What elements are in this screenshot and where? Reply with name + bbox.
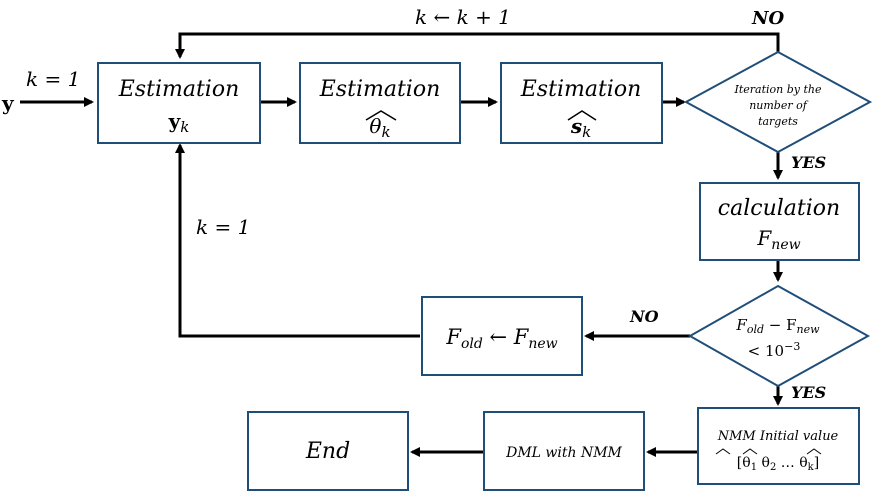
decision-iter-line2: number of <box>749 99 809 112</box>
no-mid-label: NO <box>629 307 659 326</box>
nmm-line1: NMM Initial value <box>717 429 839 444</box>
est-theta-symbol: θk <box>369 114 390 141</box>
k-increment-label: k ← k + 1 <box>415 5 511 29</box>
nmm-hat-1 <box>715 448 731 455</box>
box-dml: DML with NMM <box>483 411 645 491</box>
box-end: End <box>247 411 409 491</box>
end-label: End <box>305 439 350 464</box>
est-y-symbol: yk <box>168 109 190 136</box>
conv-line2: < 10−3 <box>748 340 801 360</box>
box-estimation-y: Estimation yk <box>97 62 261 144</box>
input-label: y <box>1 91 15 115</box>
est-s-symbol: sk <box>570 114 591 141</box>
nmm-hat-2 <box>742 448 758 455</box>
est-s-hat <box>567 110 597 121</box>
est-theta-title: Estimation <box>319 77 441 102</box>
est-s-title: Estimation <box>520 77 642 102</box>
est-theta-hat <box>365 110 397 121</box>
update-expr: Fold ← Fnew <box>445 325 557 352</box>
dml-label: DML with NMM <box>505 445 622 461</box>
decision-iteration: Iteration by the number of targets <box>683 50 873 154</box>
box-calculation: calculation Fnew <box>699 182 860 261</box>
box-update: Fold ← Fnew <box>421 296 583 376</box>
nmm-line2: [θ1 θ2 … θk] <box>737 455 819 473</box>
arrow-update-to-est-y <box>175 143 420 338</box>
decision-iter-line3: targets <box>758 115 798 128</box>
est-y-title: Estimation <box>118 77 240 102</box>
box-estimation-theta: Estimation θk <box>299 62 461 144</box>
nmm-hat-k <box>806 448 822 455</box>
calc-title: calculation <box>718 196 840 221</box>
yes-label-2: YES <box>791 383 826 402</box>
connectors <box>20 32 783 457</box>
calc-symbol: Fnew <box>756 226 800 253</box>
yes-label-1: YES <box>791 153 826 172</box>
arrow-loop-no-top <box>175 32 780 59</box>
no-top-label: NO <box>751 8 784 29</box>
box-nmm-initial: NMM Initial value [θ1 θ2 … θk] <box>697 407 860 485</box>
box-estimation-s: Estimation sk <box>500 62 663 144</box>
decision-convergence: Fold − Fnew < 10−3 <box>687 284 871 388</box>
k-init-top-label: k = 1 <box>26 67 80 91</box>
k-init-left-label: k = 1 <box>196 215 250 239</box>
decision-iter-line1: Iteration by the <box>733 83 821 96</box>
conv-line1: Fold − Fnew <box>735 316 820 336</box>
